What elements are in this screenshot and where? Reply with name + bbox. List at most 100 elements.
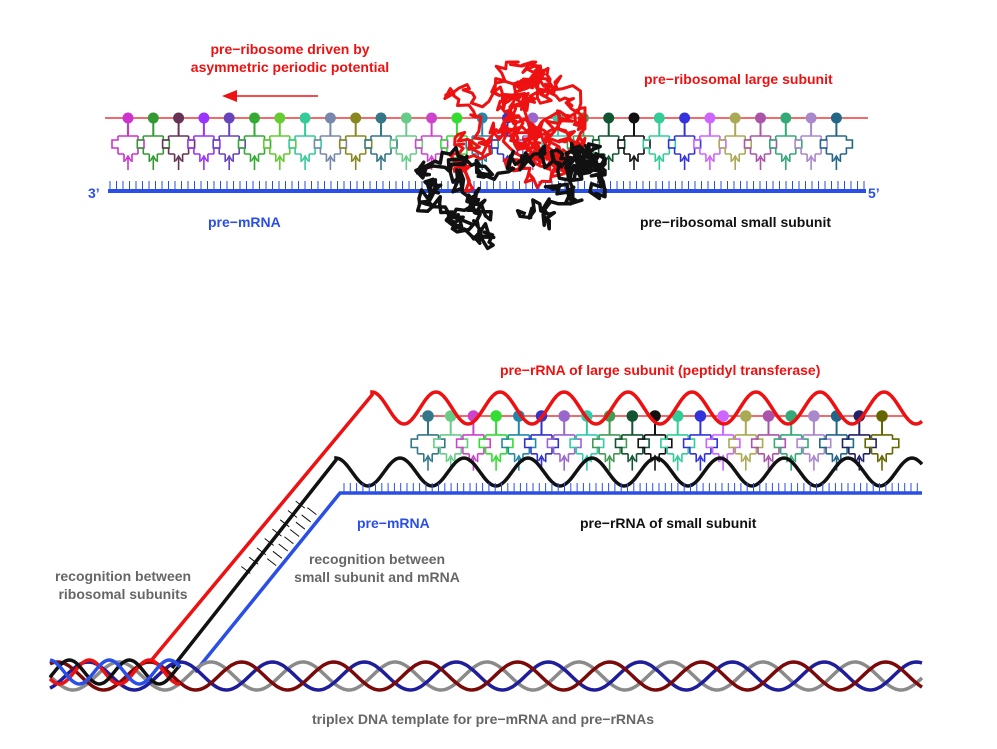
trna-cloverleaf	[642, 135, 677, 162]
anticodon-arrow	[832, 154, 841, 170]
trna-glyph	[501, 410, 537, 471]
amino-acid-ball	[679, 112, 691, 124]
recognition-ribosomal-label: recognition between ribosomal subunits	[38, 567, 208, 603]
triplex-dna-helix	[48, 658, 924, 692]
trna-glyph	[819, 112, 854, 170]
trna-glyph	[288, 112, 322, 170]
pre-mrna-label-bottom: pre−mRNA	[357, 515, 430, 531]
amino-acid-ball	[527, 112, 539, 124]
anticodon-arrow	[696, 454, 705, 471]
trna-cloverleaf	[136, 135, 171, 162]
amino-acid-ball	[350, 112, 362, 124]
anticodon-arrow	[124, 154, 132, 170]
recognition-rung-mrna	[266, 558, 277, 566]
trna-glyph	[546, 410, 582, 471]
anticodon-arrow	[680, 154, 689, 170]
anticodon-arrow	[674, 454, 682, 471]
amino-acid-ball	[653, 112, 665, 124]
trna-glyph	[693, 112, 727, 170]
trna-glyph	[389, 112, 424, 170]
amino-acid-ball	[274, 112, 286, 124]
trna-cloverleaf	[237, 135, 272, 162]
trna-glyph	[642, 112, 677, 170]
trna-cloverleaf	[667, 135, 702, 162]
amino-acid-ball	[173, 112, 185, 124]
trna-cloverleaf	[750, 434, 787, 463]
dna-template-label: triplex DNA template for pre−mRNA and pr…	[312, 711, 655, 727]
trna-cloverleaf	[682, 434, 718, 463]
amino-acid-ball	[808, 410, 820, 422]
trna-cloverleaf	[743, 135, 778, 162]
trna-cloverleaf	[161, 135, 196, 162]
trna-cloverleaf	[389, 135, 424, 162]
anticodon-arrow	[706, 154, 714, 170]
trna-cloverleaf	[187, 135, 221, 162]
rrna-large-label: pre−rRNA of large subunit (peptidyl tran…	[500, 362, 821, 378]
recognition-small-line2: small subunit and mRNA	[294, 569, 460, 585]
recognition-rung-mrna	[289, 529, 300, 537]
rrna-small-label: pre−rRNA of small subunit	[580, 515, 757, 531]
amino-acid-ball	[299, 112, 311, 124]
anticodon-arrow	[149, 154, 157, 170]
trna-glyph	[617, 112, 651, 170]
trna-glyph	[769, 112, 803, 170]
anticodon-arrow	[250, 154, 259, 170]
recognition-rung-ribosomal	[264, 538, 274, 546]
amino-acid-ball	[603, 112, 615, 124]
trna-glyph	[743, 112, 778, 170]
anticodon-arrow	[326, 154, 335, 170]
trna-glyph	[819, 410, 855, 471]
amino-acid-ball	[147, 112, 159, 124]
trna-cloverleaf	[617, 135, 651, 162]
trna-glyph	[187, 112, 221, 170]
amino-acid-ball	[324, 112, 336, 124]
anticodon-arrow	[424, 454, 432, 471]
amino-acid-ball	[704, 112, 716, 124]
trna-cloverleaf	[693, 135, 727, 162]
trna-glyph	[136, 112, 171, 170]
amino-acid-ball	[729, 112, 741, 124]
amino-acid-ball	[451, 112, 463, 124]
trna-cloverleaf	[705, 434, 741, 463]
trna-cloverleaf	[478, 434, 514, 463]
anticodon-arrow	[560, 454, 568, 471]
amino-acid-ball	[762, 410, 775, 422]
anticodon-arrow	[377, 154, 385, 170]
amino-acid-ball	[490, 410, 502, 422]
recognition-rung-mrna	[278, 543, 288, 552]
trna-glyph	[237, 112, 272, 170]
anticodon-arrow	[200, 154, 208, 170]
small-subunit-chain	[414, 141, 607, 251]
trna-glyph	[705, 410, 741, 471]
amino-acid-ball	[671, 410, 684, 422]
anticodon-arrow	[630, 154, 638, 170]
trna-cloverleaf	[773, 434, 809, 463]
trna-glyph	[111, 112, 145, 170]
trna-cloverleaf	[212, 135, 246, 162]
trna-cloverleaf	[718, 135, 752, 162]
amino-acid-ball	[755, 112, 766, 124]
small-subunit-label: pre−ribosomal small subunit	[640, 214, 831, 230]
amino-acid-ball	[249, 112, 260, 124]
trna-cloverleaf	[523, 434, 560, 463]
trna-cloverleaf	[794, 135, 828, 162]
recognition-rung-ribosomal	[248, 556, 259, 565]
recognition-rung-mrna	[301, 514, 311, 523]
amino-acid-ball	[122, 112, 134, 124]
anticodon-arrow	[756, 154, 765, 170]
trna-cloverleaf	[660, 434, 696, 463]
recognition-rung-ribosomal	[287, 510, 298, 518]
anticodon-arrow	[301, 154, 309, 170]
anticodon-arrow	[655, 154, 663, 170]
recognition-rung-ribosomal	[272, 528, 282, 537]
rna-strands	[148, 389, 924, 674]
trna-glyph	[212, 112, 246, 170]
trna-cloverleaf	[263, 135, 297, 162]
anticodon-arrow	[731, 154, 739, 170]
ribosome-subunits-cluster	[414, 60, 607, 251]
trna-cloverleaf	[364, 135, 398, 162]
amino-acid-ball	[628, 112, 640, 124]
trna-glyph	[794, 112, 828, 170]
recognition-rung-mrna	[307, 507, 317, 516]
